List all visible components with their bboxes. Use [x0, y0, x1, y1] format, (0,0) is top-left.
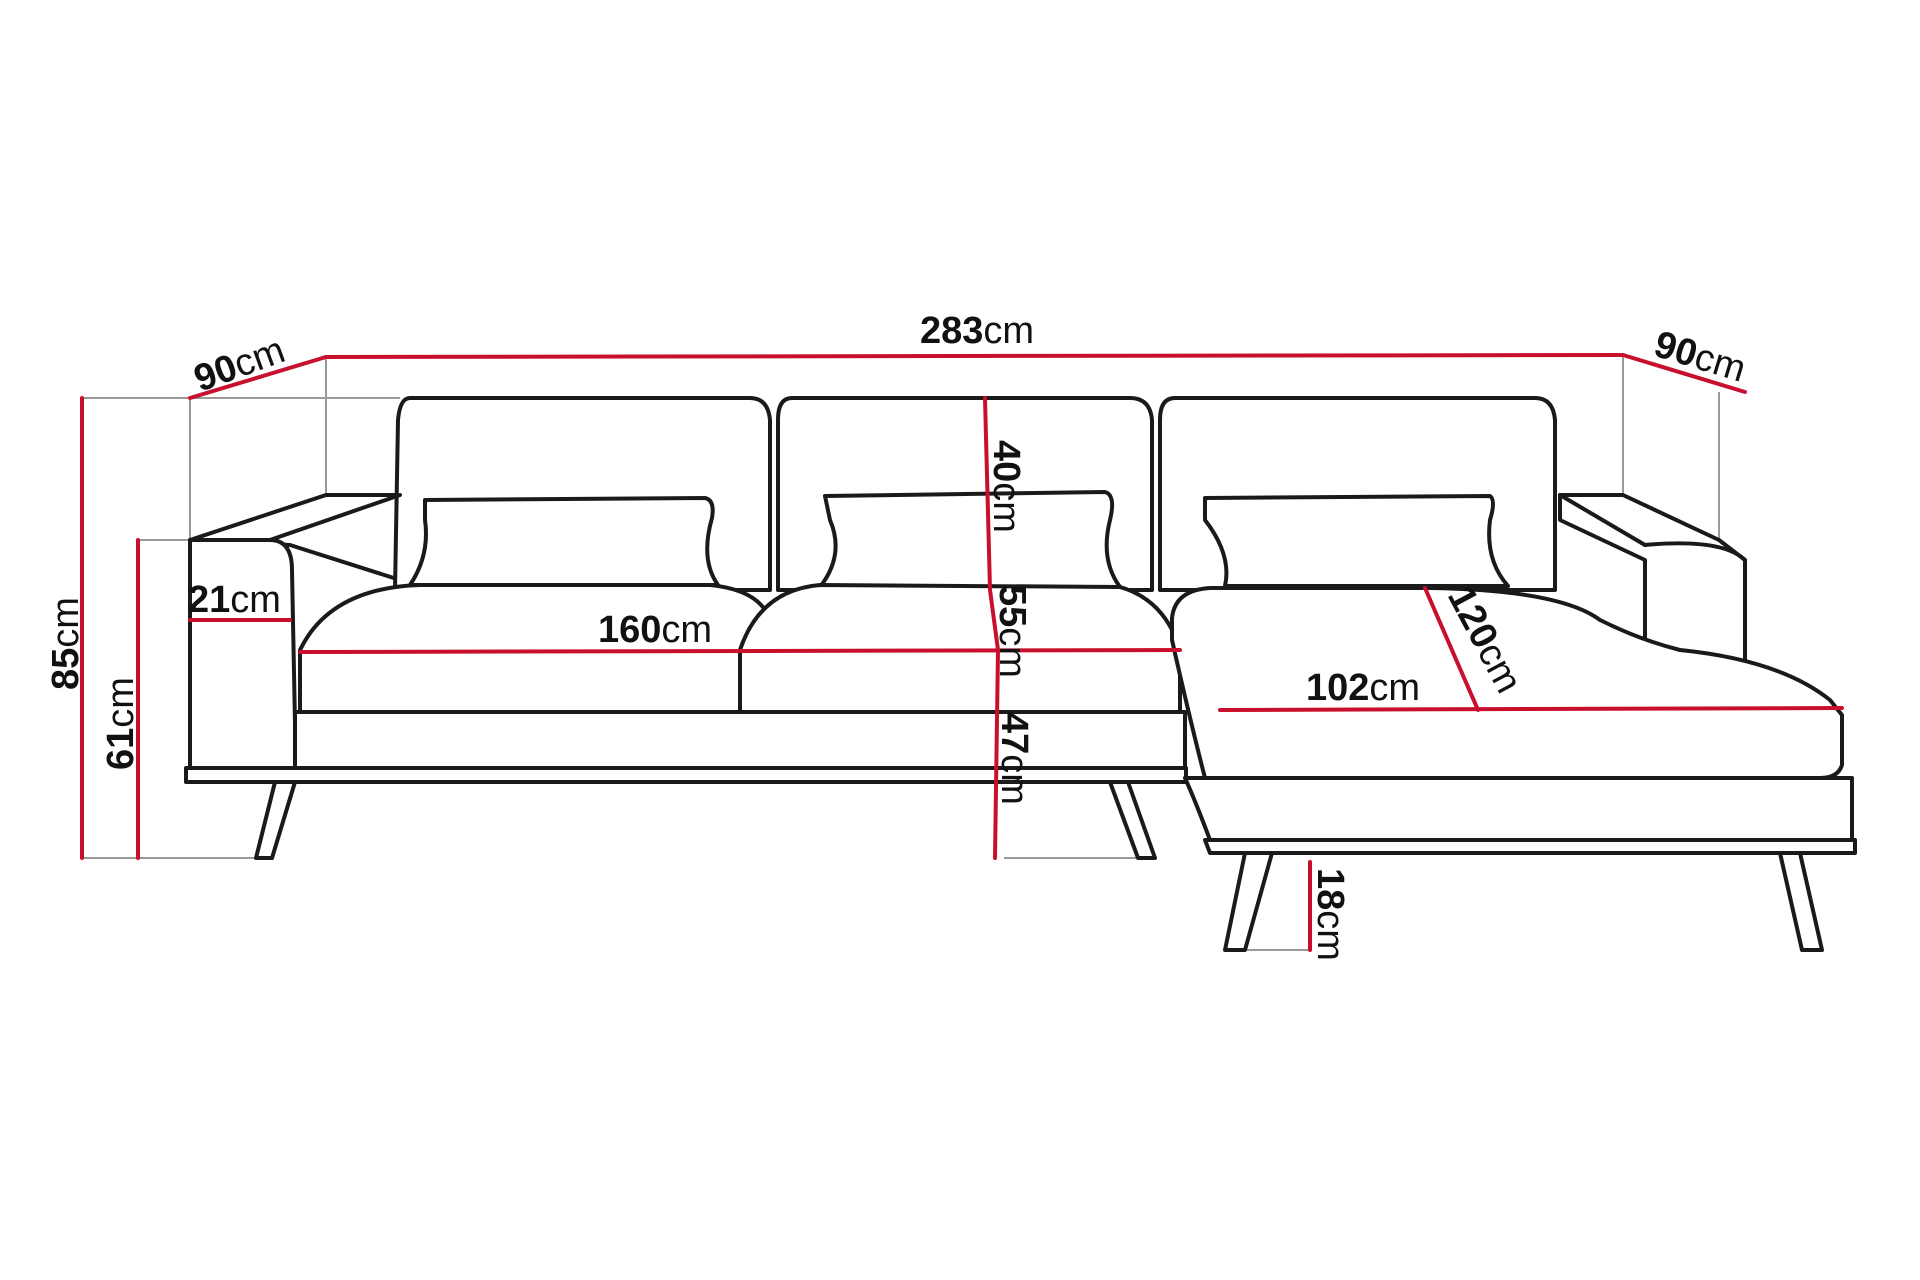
- leg-left: [254, 780, 297, 860]
- leg-chaise-right: [1778, 851, 1824, 952]
- pillow-middle: [818, 490, 1122, 589]
- label-armrest-width: 21cm: [188, 579, 281, 621]
- sofa-base: [293, 710, 1187, 770]
- dimension-lines: [80, 353, 1844, 952]
- label-seat-height: 47cm: [993, 712, 1035, 805]
- chaise-cushion: [1170, 586, 1844, 780]
- sofa-drawing: [184, 396, 1857, 952]
- pillow-left: [408, 496, 720, 587]
- chaise-plinth: [1203, 838, 1857, 855]
- label-leg-height: 18cm: [1309, 868, 1351, 961]
- label-total-width: 283cm: [920, 310, 1034, 352]
- label-chaise-width: 102cm: [1306, 667, 1420, 709]
- label-seat-width: 160cm: [598, 609, 712, 651]
- label-depth-right: 90cm: [1649, 323, 1750, 390]
- label-backrest-height: 40cm: [985, 440, 1027, 533]
- chaise-base: [1183, 776, 1854, 842]
- leg-chaise-left: [1223, 851, 1274, 952]
- sofa-plinth: [184, 766, 1188, 784]
- pillow-right: [1203, 494, 1510, 588]
- label-depth-left: 90cm: [189, 329, 291, 400]
- guide-lines: [82, 355, 1720, 951]
- label-total-height: 85cm: [45, 597, 87, 690]
- leg-middle: [1108, 780, 1157, 860]
- label-seat-depth: 55cm: [991, 585, 1033, 678]
- label-armrest-height: 61cm: [100, 677, 142, 770]
